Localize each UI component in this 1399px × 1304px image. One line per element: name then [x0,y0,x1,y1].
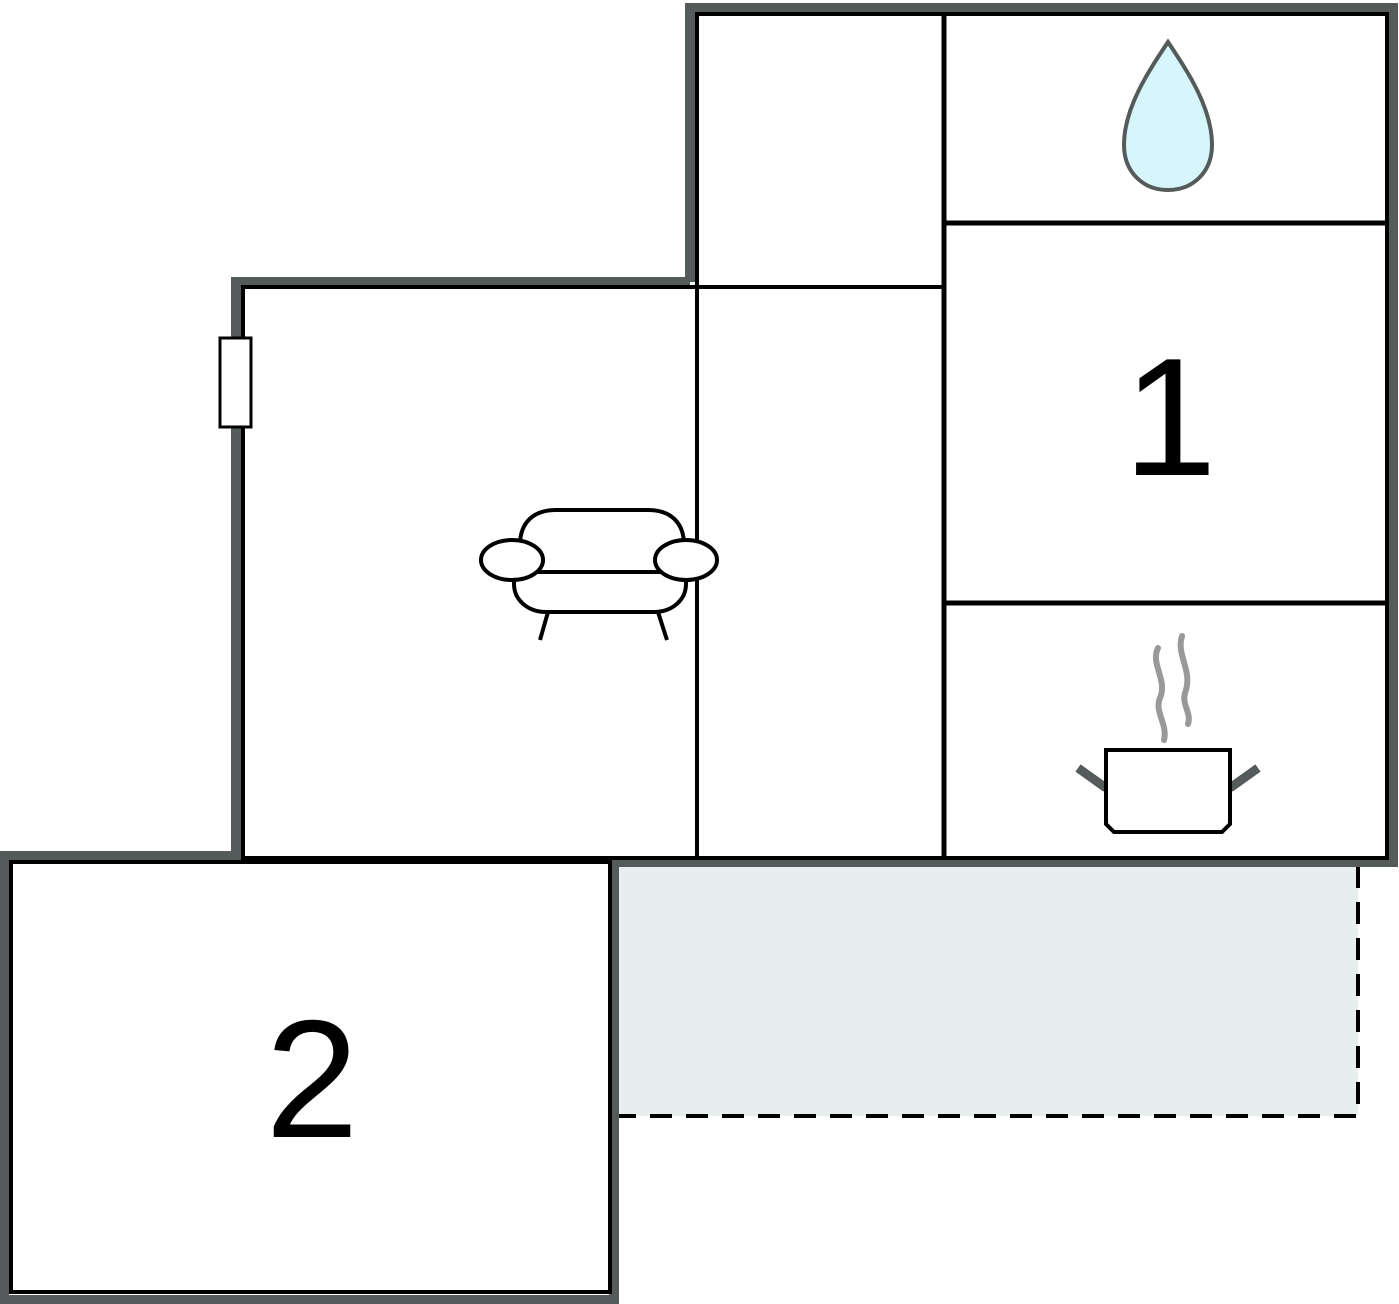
terrace [614,866,1360,1118]
cooking-pot-icon [1075,633,1261,834]
inner-walls [9,12,1389,1294]
sofa-icon [479,508,719,641]
water-drop-icon [1121,38,1215,193]
room-number-2: 2 [265,985,358,1173]
room-storage [699,16,942,285]
door-icon [218,336,253,429]
room-number-1: 1 [1123,323,1216,511]
